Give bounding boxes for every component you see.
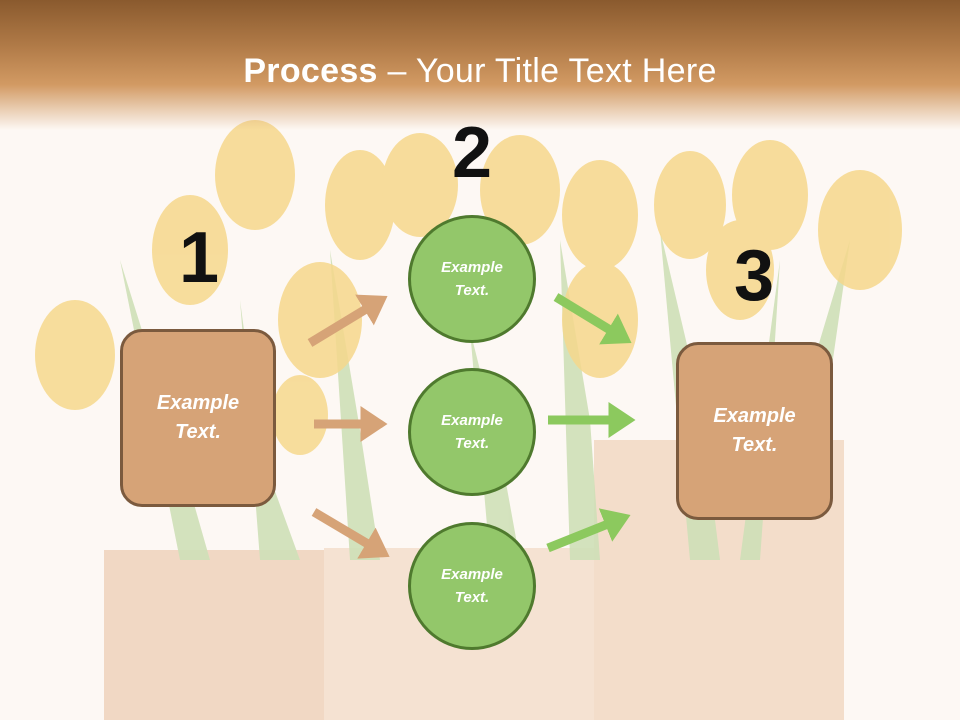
step-number-3: 3 — [733, 236, 775, 316]
output-box-label: Example Text. — [713, 405, 796, 456]
input-box-label: Example Text. — [156, 392, 240, 443]
step-number-2: 2 — [451, 113, 493, 193]
process-circle-middle-label: Example Text. — [441, 412, 503, 452]
output-box: Example Text. — [676, 342, 833, 520]
input-box: Example Text. — [120, 329, 276, 507]
process-circle-middle: Example Text. — [408, 368, 536, 496]
slide-title-bold: Process — [243, 52, 378, 90]
process-circle-bottom: Example Text. — [408, 522, 536, 650]
process-circle-bottom-label: Example Text. — [441, 566, 503, 606]
slide-title: Process – Your Title Text Here — [0, 52, 960, 91]
process-circle-top: Example Text. — [408, 215, 536, 343]
title-banner — [0, 0, 960, 130]
arrow-bottom-to-right — [546, 508, 631, 553]
arrow-top-to-right — [553, 293, 632, 345]
step-number-1: 1 — [178, 218, 220, 298]
process-circle-top-label: Example Text. — [441, 259, 503, 299]
arrow-left-to-bottom — [311, 508, 390, 559]
slide-title-rest: – Your Title Text Here — [377, 52, 717, 90]
arrow-left-to-top — [307, 294, 388, 347]
